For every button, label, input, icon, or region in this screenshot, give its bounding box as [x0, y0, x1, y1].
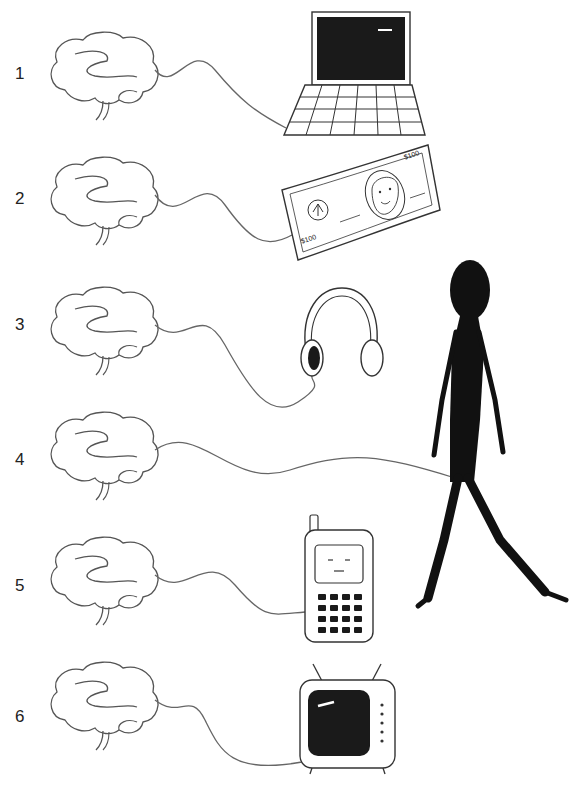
- callout-number: 3: [15, 316, 24, 333]
- wire: [155, 325, 315, 407]
- brain-drawing: [51, 157, 158, 245]
- headphones-drawing: [301, 288, 383, 376]
- callout-number: 4: [15, 451, 24, 468]
- walking-person: [418, 260, 566, 606]
- bill-denomination: $100: [403, 149, 420, 160]
- wire: [155, 61, 286, 128]
- banknote-drawing: [282, 145, 440, 260]
- bill-denomination: $100: [300, 233, 317, 244]
- wire: [155, 442, 455, 478]
- phone-drawing: [305, 515, 373, 642]
- callout-number: 5: [15, 577, 24, 594]
- callout-number: 2: [15, 190, 24, 207]
- television-drawing: [300, 664, 395, 774]
- brain-drawing: [51, 662, 158, 750]
- callout-number: 1: [15, 65, 24, 82]
- wire: [155, 194, 292, 242]
- brain-drawing: [51, 412, 158, 500]
- brain-drawing: [51, 287, 158, 375]
- laptop-drawing: [284, 12, 425, 135]
- brain-drawing: [51, 32, 158, 120]
- brain-drawing: [51, 537, 158, 625]
- wire: [155, 700, 302, 766]
- wire: [155, 572, 305, 614]
- callout-number: 6: [15, 708, 24, 725]
